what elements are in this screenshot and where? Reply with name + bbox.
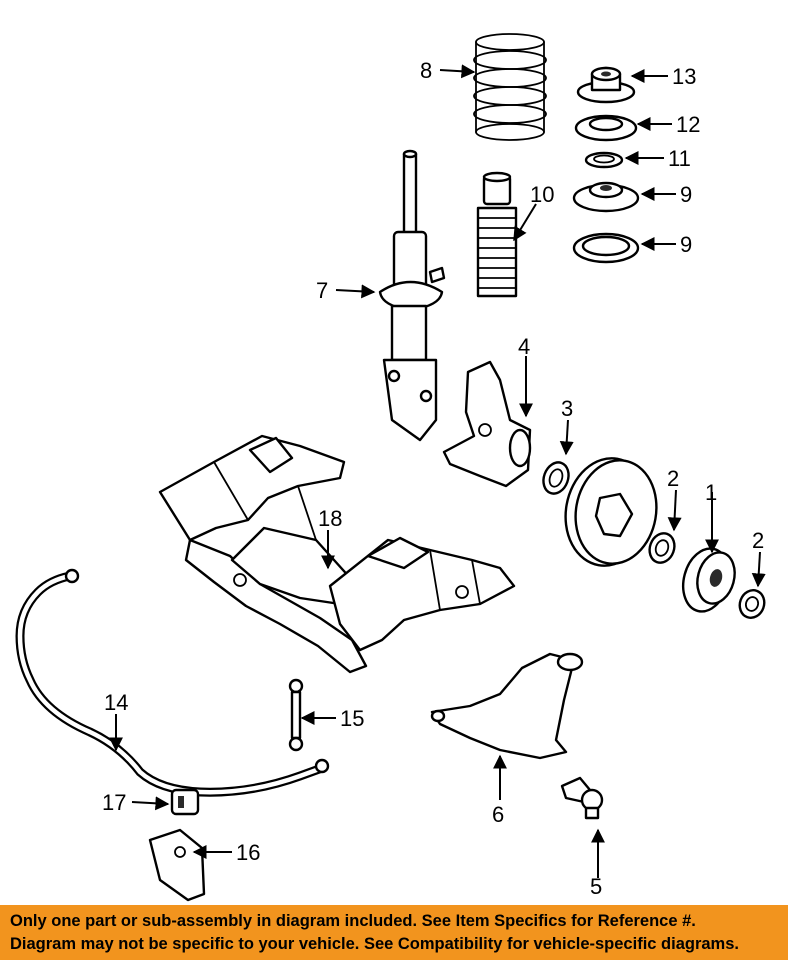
callout-9-lower: 9 bbox=[680, 232, 692, 257]
ball-joint bbox=[560, 776, 604, 820]
strut-assembly bbox=[378, 149, 446, 442]
stabilizer-bushing bbox=[170, 788, 200, 816]
wheel-bearing-lower bbox=[738, 589, 766, 619]
disclaimer-line-2: Diagram may not be specific to your vehi… bbox=[10, 935, 739, 953]
callout-13: 13 bbox=[672, 64, 696, 89]
callout-1: 1 bbox=[705, 480, 717, 505]
steering-knuckle bbox=[442, 360, 532, 488]
brake-rotor bbox=[564, 457, 658, 567]
bearing bbox=[584, 151, 624, 169]
parts-diagram: 1 2 2 3 4 5 6 7 8 9 9 10 11 12 13 14 15 … bbox=[15, 33, 766, 902]
callout-2-lower: 2 bbox=[752, 528, 764, 553]
callout-10: 10 bbox=[530, 182, 554, 207]
bushing-bracket bbox=[148, 828, 206, 902]
coil-spring bbox=[473, 33, 547, 141]
disclaimer-banner: Only one part or sub-assembly in diagram… bbox=[0, 905, 788, 960]
callout-14: 14 bbox=[104, 690, 128, 715]
callout-4: 4 bbox=[518, 334, 530, 359]
callout-8: 8 bbox=[420, 58, 432, 83]
stabilizer-link bbox=[288, 678, 304, 752]
callout-18: 18 bbox=[318, 506, 342, 531]
wheel-hub bbox=[681, 547, 736, 613]
bearing-plate bbox=[574, 114, 638, 142]
callout-15: 15 bbox=[340, 706, 364, 731]
callout-7: 7 bbox=[316, 278, 328, 303]
callout-2-upper: 2 bbox=[667, 466, 679, 491]
disclaimer-line-1: Only one part or sub-assembly in diagram… bbox=[10, 912, 696, 930]
callout-16: 16 bbox=[236, 840, 260, 865]
grease-seal bbox=[542, 461, 570, 495]
lower-control-arm bbox=[430, 652, 584, 760]
callout-9-upper: 9 bbox=[680, 182, 692, 207]
callout-11: 11 bbox=[668, 146, 691, 171]
callout-12: 12 bbox=[676, 112, 700, 137]
subframe bbox=[158, 434, 516, 674]
strut-mount bbox=[576, 66, 636, 104]
callout-17: 17 bbox=[102, 790, 126, 815]
stabilizer-bar bbox=[15, 568, 330, 797]
callout-3: 3 bbox=[561, 396, 573, 421]
dust-boot bbox=[476, 171, 518, 298]
callout-6: 6 bbox=[492, 802, 504, 827]
lower-spring-seat bbox=[572, 232, 640, 264]
upper-spring-seat bbox=[572, 181, 640, 213]
wheel-bearing-upper bbox=[648, 532, 676, 564]
callout-5: 5 bbox=[590, 874, 602, 899]
